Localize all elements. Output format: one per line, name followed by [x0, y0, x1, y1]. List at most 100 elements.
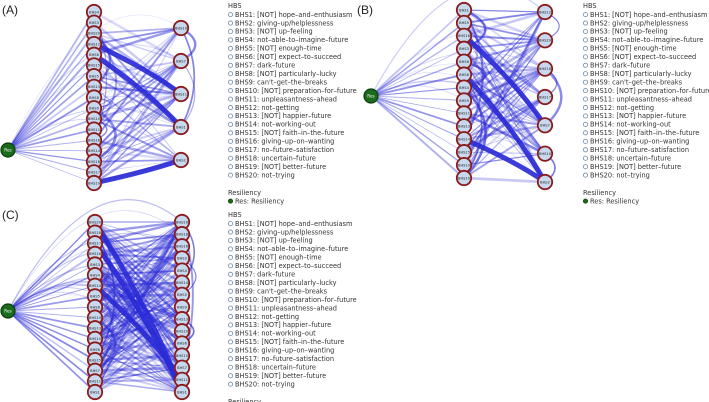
- edge: [94, 366, 183, 373]
- legend-item: BHS16: giving–up–on–wanting: [235, 138, 334, 146]
- edge: [7, 243, 96, 312]
- edge: [93, 32, 117, 131]
- node-label: BHS13: [176, 317, 188, 321]
- node-label: BHS3: [90, 263, 100, 267]
- edge: [463, 39, 546, 63]
- legend-marker: [227, 88, 233, 94]
- legend-item: BHS15: [NOT] faith–in–the–future: [235, 338, 344, 346]
- res-node: Res: [363, 88, 379, 104]
- node-label: BHS16: [176, 245, 189, 249]
- bhs-node: BHS1: [455, 1, 473, 19]
- edge: [93, 27, 182, 35]
- edge: [94, 316, 117, 372]
- node-label: BHS4: [90, 273, 100, 277]
- panel-3: (C)ResBHS20BHS18BHS17BHS16BHS3BHS4BHS14B…: [0, 199, 357, 402]
- node-label: BHS1: [459, 8, 469, 12]
- node-label: BHS5: [177, 293, 187, 297]
- legend-marker: [227, 347, 233, 353]
- edge: [94, 233, 183, 266]
- legend-marker: [227, 147, 233, 153]
- edge: [93, 27, 182, 98]
- legend-title: HBS: [228, 211, 242, 219]
- node-label: BHS5: [90, 295, 100, 299]
- legend-marker: [583, 138, 589, 144]
- node-label: BHS11: [458, 112, 470, 116]
- legend-item: BHS9: can't–get–the–breaks: [590, 78, 683, 86]
- edge: [463, 39, 546, 153]
- node-label: BHS13: [458, 125, 470, 129]
- bhs-node: BHS2: [536, 173, 554, 191]
- node-label: BHS7: [90, 369, 100, 373]
- edge: [370, 95, 465, 102]
- legend-marker: [583, 164, 589, 170]
- node-label: BHS18: [539, 67, 552, 71]
- node-label: BHS20: [176, 220, 189, 224]
- legend-res-item: Res: Resiliency: [235, 197, 284, 205]
- bhs-node: BHS19: [85, 174, 103, 192]
- edge: [93, 149, 182, 162]
- node-label: BHS14: [88, 149, 101, 153]
- node-label: BHS1: [90, 390, 100, 394]
- node-label: BHS14: [458, 138, 471, 142]
- legend-item: BHS8: [NOT] particularly–lucky: [235, 279, 337, 287]
- edges: [7, 199, 197, 394]
- edge: [7, 306, 96, 312]
- edge: [93, 93, 182, 152]
- edge: [94, 342, 183, 383]
- edge: [463, 124, 546, 179]
- legend-item: BHS19: [NOT] better–future: [590, 163, 681, 171]
- legend-item: BHS1: [NOT] hope–and–enthusiasm: [235, 220, 352, 228]
- bhs-node: BHS1: [172, 118, 190, 136]
- edge: [94, 221, 183, 247]
- legend-item: BHS7: dark–future: [235, 62, 295, 70]
- node-label: BHS1: [176, 125, 186, 129]
- edge: [93, 93, 182, 98]
- node-label: BHS14: [176, 281, 189, 285]
- legend-item: BHS18: uncertain–future: [235, 154, 316, 162]
- edge: [93, 126, 182, 184]
- edge: [463, 39, 546, 89]
- legend-item: BHS12: not–getting: [590, 104, 654, 112]
- edge: [7, 22, 95, 151]
- node-label: BHS7: [176, 59, 186, 63]
- edge: [94, 221, 183, 308]
- node-label: BHS4: [89, 10, 99, 14]
- edge: [463, 112, 546, 155]
- edge: [93, 27, 182, 45]
- legend-marker: [227, 71, 233, 77]
- legend-marker: [227, 229, 233, 235]
- edge: [463, 22, 546, 70]
- edge: [93, 126, 182, 174]
- bhs-node: BHS11: [172, 85, 190, 103]
- legend-item: BHS9: can't–get–the–breaks: [235, 78, 328, 86]
- edge: [7, 232, 96, 312]
- edge: [94, 220, 183, 234]
- legend-item: BHS8: [NOT] particularly–lucky: [590, 70, 692, 78]
- edge: [94, 233, 183, 308]
- bhs-node: BHS14: [455, 131, 473, 148]
- legend-item: BHS19: [NOT] better–future: [235, 163, 326, 171]
- legend-marker: [227, 12, 233, 18]
- edge: [93, 60, 182, 173]
- edge: [370, 0, 546, 97]
- strong-edge: [462, 33, 548, 127]
- edge: [7, 310, 96, 330]
- legend-marker: [227, 339, 233, 345]
- edge: [93, 53, 182, 95]
- legend-item: BHS4: not–able–to–imagine–future: [235, 245, 348, 253]
- edge: [370, 35, 465, 97]
- node-label: BHS7: [540, 124, 550, 128]
- node-label: BHS19: [88, 181, 101, 185]
- edge: [94, 232, 183, 272]
- node-label: BHS5: [459, 21, 469, 25]
- legend-item: BHS4: not–able–to–imagine–future: [235, 36, 348, 44]
- legend-marker: [583, 147, 589, 153]
- legend-item: BHS2: giving–up/helplessness: [235, 19, 334, 27]
- edge: [180, 27, 196, 128]
- bhs-node: BHS12: [536, 3, 554, 21]
- panel-label: (C): [2, 208, 19, 222]
- legend-marker: [227, 263, 233, 269]
- edge: [7, 107, 95, 151]
